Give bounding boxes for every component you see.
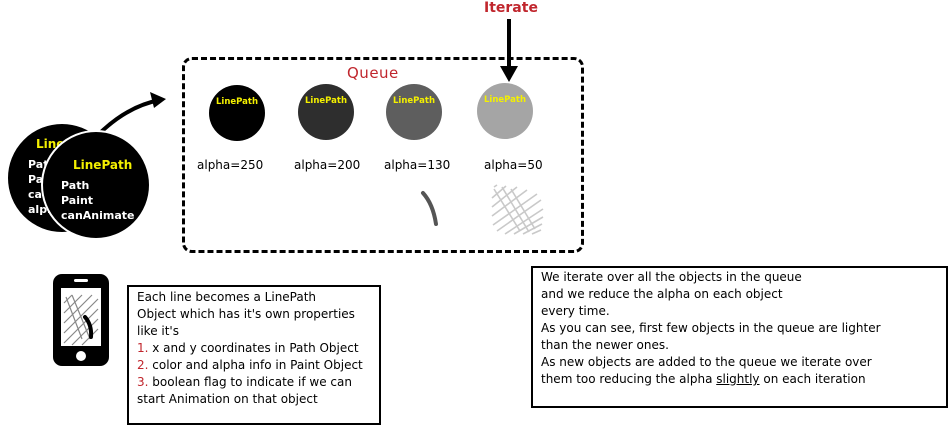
alpha-label-1: alpha=250: [197, 158, 264, 172]
linepath-description-note: Each line becomes a LinePath Object whic…: [127, 285, 381, 425]
field-path: Path: [61, 179, 90, 192]
note-text: on each iteration: [759, 372, 866, 386]
queue-title: Queue: [347, 64, 399, 82]
iteration-description-note: We iterate over all the objects in the q…: [531, 266, 948, 408]
curved-arrow-head: [150, 92, 166, 108]
note-list-item: 1. x and y coordinates in Path Object: [137, 340, 371, 357]
iterate-label: Iterate: [484, 0, 538, 16]
queue-item-2: LinePath: [298, 84, 354, 140]
queue-item-label: LinePath: [305, 96, 347, 106]
note-line: like it's: [137, 324, 179, 338]
linepath-title: LinePath: [73, 158, 133, 172]
note-line: We iterate over all the objects in the q…: [541, 270, 802, 284]
note-line: Object which has it's own properties: [137, 307, 355, 321]
alpha-label-4: alpha=50: [484, 158, 543, 172]
queue-item-4: LinePath: [477, 83, 533, 139]
note-line: Each line becomes a LinePath: [137, 290, 317, 304]
note-line: As you can see, first few objects in the…: [541, 321, 881, 335]
note-text: them too reducing the alpha: [541, 372, 717, 386]
linepath-object-front: LinePath Path Paint canAnimate: [41, 130, 151, 240]
note-line: and we reduce the alpha on each object: [541, 287, 783, 301]
queue-item-1: LinePath: [209, 85, 265, 141]
linepath-fields: Path Paint canAnimate: [61, 178, 135, 223]
note-list-item: 2. color and alpha info in Paint Object: [137, 357, 371, 374]
queue-item-label: LinePath: [216, 97, 258, 107]
alpha-label-3: alpha=130: [384, 158, 451, 172]
alpha-label-2: alpha=200: [294, 158, 361, 172]
note-line: As new objects are added to the queue we…: [541, 355, 872, 369]
list-text: x and y coordinates in Path Object: [148, 341, 359, 355]
queue-item-3: LinePath: [386, 84, 442, 140]
note-line: than the newer ones.: [541, 338, 669, 352]
curved-arrow: [98, 98, 162, 135]
underlined-word: slightly: [716, 372, 760, 386]
list-text: boolean flag to indicate if we can: [148, 375, 352, 389]
list-number: 1.: [137, 341, 149, 355]
fading-stroke: [421, 191, 438, 226]
note-line: start Animation on that object: [137, 392, 318, 406]
field-canAnimate: canAnimate: [61, 209, 135, 222]
note-list-item: 3. boolean flag to indicate if we can: [137, 374, 371, 391]
field-paint: Paint: [61, 194, 94, 207]
note-line: them too reducing the alpha slightly on …: [541, 371, 938, 388]
queue-container: [182, 57, 584, 253]
queue-item-label: LinePath: [484, 95, 526, 105]
list-number: 2.: [137, 358, 149, 372]
list-number: 3.: [137, 375, 149, 389]
queue-item-label: LinePath: [393, 96, 435, 106]
phone-icon: [53, 274, 109, 366]
iterate-arrow-head: [500, 66, 518, 82]
faint-scribble: [491, 184, 544, 235]
list-text: color and alpha info in Paint Object: [148, 358, 363, 372]
note-line: every time.: [541, 304, 610, 318]
